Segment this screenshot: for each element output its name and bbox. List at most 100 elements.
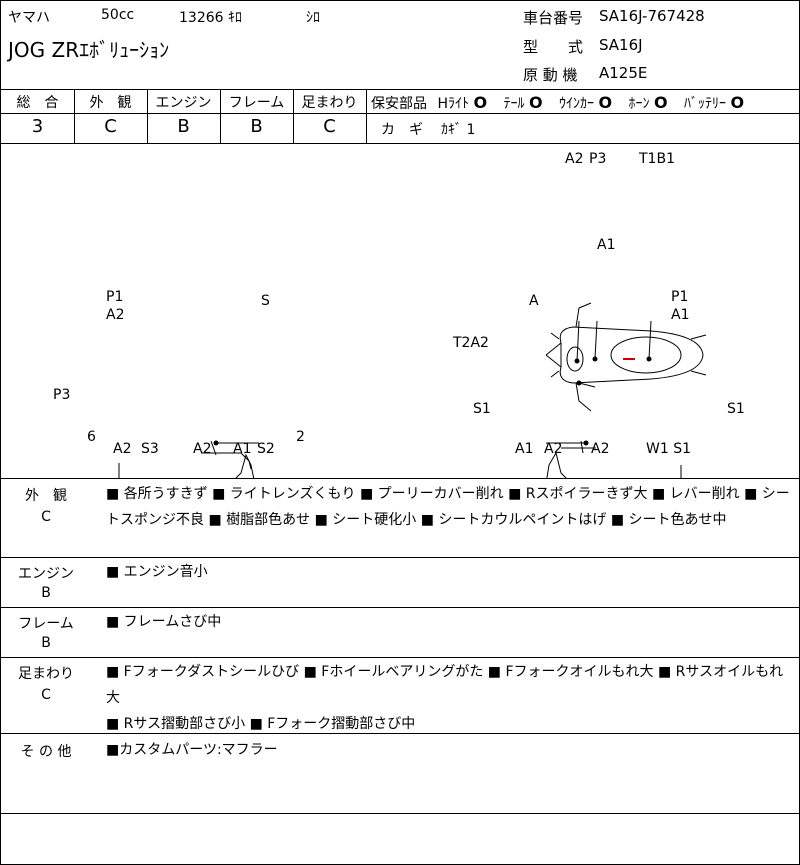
label-right-a1-top: A1 (671, 307, 690, 323)
label-right-w1s1: W1 S1 (646, 441, 691, 457)
type-value: SA16J (599, 36, 643, 54)
label-left-2: 2 (296, 429, 305, 445)
divider (220, 89, 221, 143)
section-frame-grade: B (41, 635, 51, 651)
scooter-top-view (545, 302, 707, 412)
label-left-p1: P1 (106, 289, 124, 305)
divider (1, 607, 800, 608)
divider (1, 733, 800, 734)
section-suspension-text: ■ Fフォークダストシールひび ■ Fホイールベアリングがた ■ Fフォークオイ… (106, 664, 784, 732)
label-left-a2-top: A2 (106, 307, 125, 323)
label-right-a2-b1: A2 (544, 441, 563, 457)
divider (1, 89, 800, 90)
section-frame-text: ■ フレームさび中 (106, 614, 222, 630)
frame-no: SA16J-767428 (599, 7, 705, 25)
label-left-6: 6 (87, 429, 96, 445)
grade-exterior-label: 外 観 (89, 95, 132, 111)
leader-line (648, 320, 652, 360)
grade-frame-label: フレーム (228, 95, 285, 111)
grade-suspension-label: 足まわり (301, 95, 358, 111)
safety-item-horn: ﾎｰﾝ (628, 96, 650, 112)
label-left-a1: A1 (233, 441, 252, 457)
label-left-s3: S3 (141, 441, 159, 457)
displacement: 50cc (101, 7, 135, 23)
section-suspension-grade: C (41, 687, 51, 703)
damage-point (583, 440, 589, 446)
label-right-a: A (529, 293, 539, 309)
section-exterior-label: 外 観 (25, 488, 67, 504)
label-left-s2: S2 (257, 441, 275, 457)
divider (1, 813, 800, 814)
damage-point (592, 356, 598, 362)
damage-point (574, 358, 580, 364)
label-right-a2-b2: A2 (591, 441, 610, 457)
section-other-label: そ の 他 (20, 744, 72, 760)
grade-engine-value: B (177, 116, 190, 137)
damage-point (646, 356, 652, 362)
safety-item-tail: ﾃｰﾙ (503, 96, 525, 112)
label-left-a2-b2: A2 (193, 441, 212, 457)
divider (1, 143, 800, 144)
grade-exterior-value: C (104, 116, 117, 137)
damage-point (213, 440, 219, 446)
safety-status-tail: O (528, 93, 543, 112)
damage-diagram (118, 302, 707, 478)
safety-item-headlight: Hﾗｲﾄ (437, 96, 469, 112)
label-right-s1-left: S1 (473, 401, 491, 417)
label-left-s: S (261, 293, 270, 309)
grade-overall-label: 総 合 (16, 95, 59, 111)
grade-suspension-value: C (323, 116, 336, 137)
divider (1, 557, 800, 558)
engine-label: 原 動 機 (523, 66, 578, 84)
divider (1, 657, 800, 658)
divider (1, 113, 800, 114)
section-engine-text: ■ エンジン音小 (106, 564, 208, 580)
safety-item-winker: ｳｲﾝｶｰ (559, 96, 595, 112)
section-exterior-text: ■ 各所うすきず ■ ライトレンズくもり ■ プーリーカバー削れ ■ Rスポイラ… (106, 486, 790, 528)
label-top-t1b1: T1B1 (639, 151, 675, 167)
label-top-a2: A2 (565, 151, 584, 167)
safety-status-headlight: O (473, 93, 488, 112)
model-name: JOG ZRｴﾎﾞﾘｭｰｼｮﾝ (8, 38, 170, 62)
label-right-t2a2: T2A2 (453, 335, 489, 351)
section-suspension-label: 足まわり (18, 666, 74, 682)
maker: ヤマハ (8, 10, 50, 26)
mileage: 13266 ｷﾛ (179, 10, 242, 26)
label-right-p1: P1 (671, 289, 689, 305)
label-top-p3: P3 (589, 151, 607, 167)
divider (366, 89, 367, 143)
label-right-s1-right: S1 (727, 401, 745, 417)
leader-line (578, 382, 596, 388)
divider (147, 89, 148, 143)
section-exterior-grade: C (41, 509, 51, 525)
label-left-p3: P3 (53, 387, 71, 403)
engine-value: A125E (599, 64, 648, 82)
section-other-text: ■カスタムパーツ:マフラー (106, 742, 278, 758)
safety-item-battery: ﾊﾞｯﾃﾘｰ (684, 96, 727, 112)
safety-status-winker: O (598, 93, 613, 112)
safety-status-horn: O (653, 93, 668, 112)
grade-engine-label: エンジン (155, 95, 212, 111)
safety-label: 保安部品 (371, 96, 427, 112)
key-value: ｶｷﾞ 1 (441, 122, 476, 138)
divider (74, 89, 75, 143)
section-frame-label: フレーム (18, 616, 74, 632)
grade-frame-value: B (250, 116, 263, 137)
label-right-a1: A1 (515, 441, 534, 457)
leader-line (576, 320, 580, 362)
section-engine-grade: B (41, 585, 51, 601)
type-label: 型 式 (523, 38, 584, 56)
damage-point (576, 380, 582, 386)
safety-status-battery: O (730, 93, 745, 112)
safety-parts-row: 保安部品 Hﾗｲﾄ O ﾃｰﾙ O ｳｲﾝｶｰ O ﾎｰﾝ O ﾊﾞｯﾃﾘｰ O (371, 93, 744, 113)
leader-line (594, 320, 598, 360)
label-top-a1: A1 (597, 237, 616, 253)
label-left-a2-b1: A2 (113, 441, 132, 457)
scooter-left-view (201, 440, 255, 478)
grade-overall-value: 3 (31, 116, 44, 137)
divider (293, 89, 294, 143)
frame-no-label: 車台番号 (523, 9, 584, 27)
section-engine-label: エンジン (18, 566, 74, 582)
divider (1, 478, 800, 479)
